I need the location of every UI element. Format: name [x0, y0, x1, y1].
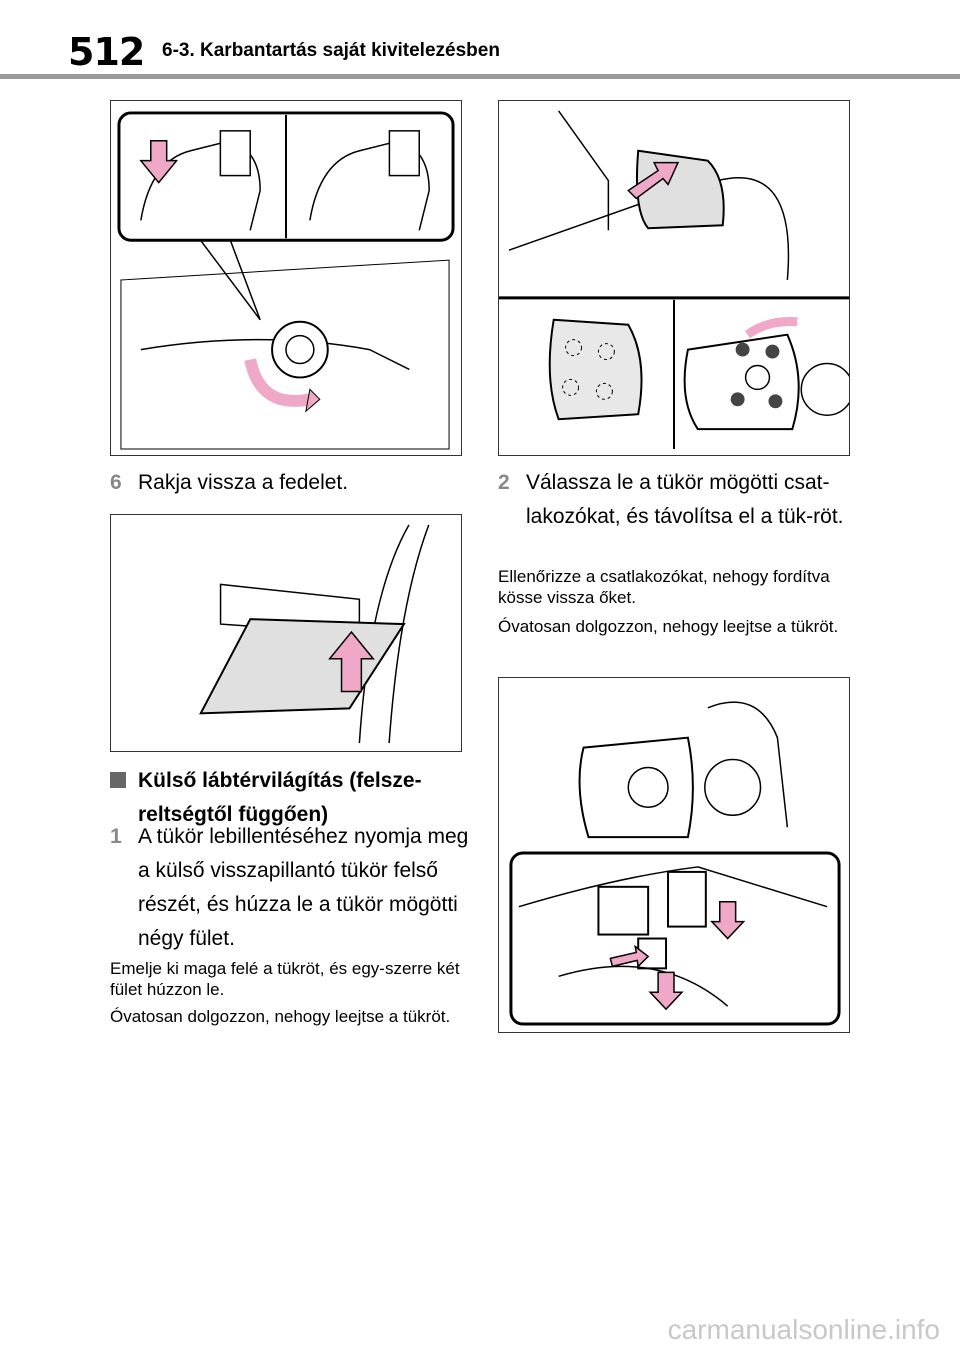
bulb-socket-illustration — [117, 111, 455, 450]
header-rule — [0, 74, 960, 79]
figure-mirror — [498, 100, 850, 456]
cover-illustration — [199, 524, 430, 744]
step-6: 6 Rakja vissza a fedelet. — [110, 466, 462, 500]
step-number: 1 — [110, 825, 122, 848]
step-text: Rakja vissza a fedelet. — [138, 471, 349, 494]
figure-cover — [110, 514, 462, 752]
note-careful: Óvatosan dolgozzon, nehogy leejtse a tük… — [110, 1007, 451, 1026]
bullet-square-icon — [110, 772, 126, 788]
figure-connectors — [498, 677, 850, 1033]
step-1: 1 A tükör lebillentéséhez nyomja meg a k… — [110, 820, 470, 956]
step-2: 2 Válassza le a tükör mögötti csat-lakoz… — [498, 466, 850, 534]
mirror-illustration — [499, 110, 849, 450]
step-text: A tükör lebillentéséhez nyomja meg a kül… — [138, 825, 469, 950]
step-number: 6 — [110, 471, 122, 494]
figure-bulb-socket — [110, 100, 462, 456]
step-number: 2 — [498, 471, 510, 494]
note-check-connectors: Ellenőrizze a csatlakozókat, nehogy ford… — [498, 567, 830, 607]
subsection-heading: Külső lábtérvilágítás (felsze-reltségtől… — [110, 764, 450, 832]
connectors-illustration — [509, 701, 841, 1026]
subsection-heading-text: Külső lábtérvilágítás (felsze-reltségtől… — [138, 769, 422, 826]
section-title: 6-3. Karbantartás saját kivitelezésben — [162, 40, 500, 61]
step-text: Válassza le a tükör mögötti csat-lakozók… — [526, 471, 844, 528]
page-number: 512 — [68, 30, 145, 74]
page-header: 512 6-3. Karbantartás saját kivitelezésb… — [0, 0, 960, 80]
note-careful: Óvatosan dolgozzon, nehogy leejtse a tük… — [498, 617, 839, 636]
watermark: carmanualsonline.info — [667, 1314, 940, 1345]
note-pull-tabs: Emelje ki maga felé a tükröt, és egy-sze… — [110, 959, 460, 999]
